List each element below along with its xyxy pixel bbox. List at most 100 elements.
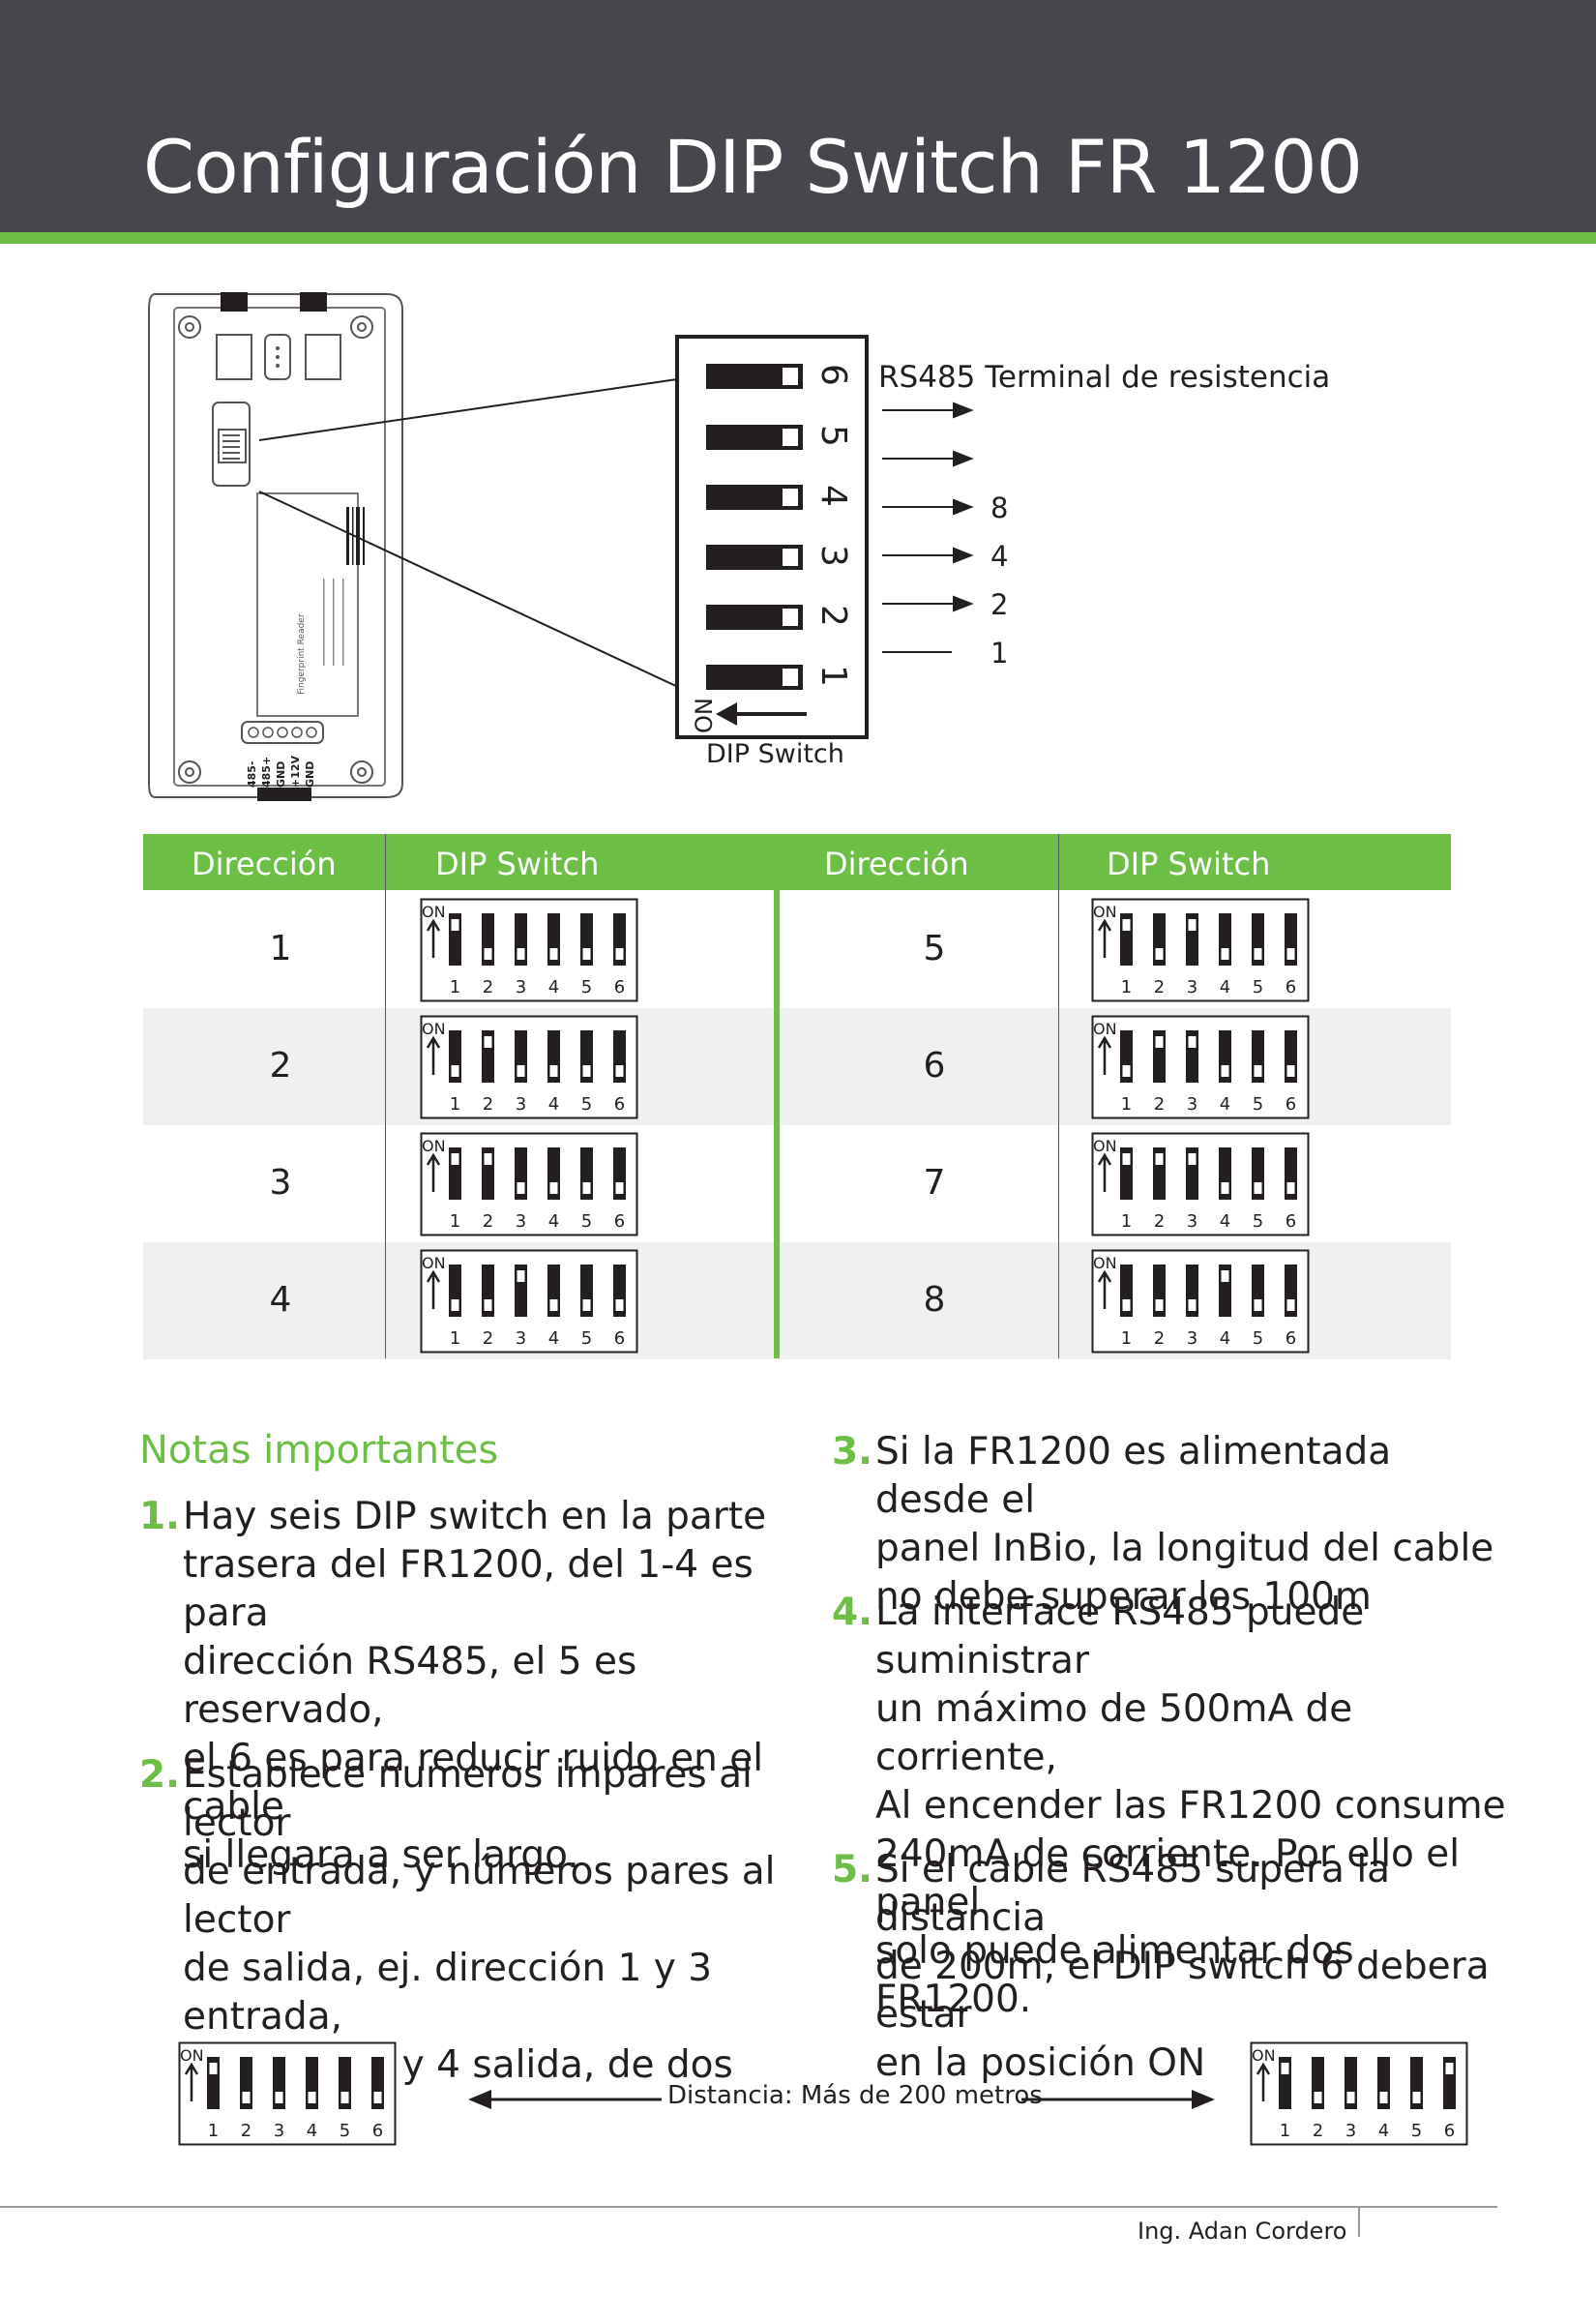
dip-knob [451, 1153, 459, 1165]
dip-on-label: ON [1093, 1254, 1117, 1272]
dip-knob [582, 948, 591, 960]
pin-label: 485+ [260, 757, 273, 788]
dip-knob [615, 1182, 624, 1194]
screw-icon [178, 315, 373, 784]
dip-knob [1221, 1065, 1229, 1077]
footer-divider [1358, 2208, 1360, 2237]
dip-number: 2 [483, 1328, 493, 1349]
arrow-up-icon [1097, 1152, 1112, 1192]
dip-on-label: ON [1252, 2046, 1276, 2065]
dip-number: 1 [450, 1211, 460, 1232]
dip-number: 2 [483, 1211, 493, 1232]
dip-knob [1221, 948, 1229, 960]
arrow-left-icon [468, 2090, 491, 2109]
dip-number: 2 [483, 1094, 493, 1115]
dip-knob [582, 1299, 591, 1311]
note-number: 3. [832, 1430, 872, 1474]
dip-knob [549, 1299, 558, 1311]
dip-number: 1 [1121, 1328, 1132, 1349]
dip-knob [1122, 1299, 1131, 1311]
dip-number: 6 [1286, 1328, 1296, 1349]
dip-number: 1 [1280, 2121, 1290, 2141]
dip-knob [1314, 2092, 1322, 2103]
note-number: 5. [832, 1848, 872, 1891]
arrow-up-icon [1097, 1035, 1112, 1075]
diagram-caption: DIP Switch [706, 739, 844, 769]
weight-label: 1 [990, 637, 1009, 670]
dip-number: 3 [274, 2121, 284, 2141]
switch-number: 4 [813, 485, 853, 507]
dip-knob [1221, 1270, 1229, 1282]
dip-number: 4 [307, 2121, 317, 2141]
switch-number: 3 [813, 545, 853, 567]
note-number: 1. [139, 1495, 180, 1538]
table-address: 8 [923, 1280, 946, 1320]
arrow-up-icon [426, 1269, 441, 1309]
dip-switch-diagram: 6 5 4 3 2 1 ON [675, 335, 869, 739]
dip-on-label: ON [1093, 1020, 1117, 1038]
dip-number: 3 [1187, 977, 1197, 997]
device-inner-frame [173, 307, 386, 787]
dip-knob [1155, 1299, 1164, 1311]
dip-knob [1221, 1182, 1229, 1194]
dip-knob [209, 2063, 218, 2074]
dip-knob [615, 948, 624, 960]
dip-number: 2 [483, 977, 493, 997]
arrow-up-icon [426, 1152, 441, 1192]
dip-knob [1188, 1036, 1197, 1048]
dip-knob [373, 2092, 382, 2103]
dip-number: 5 [581, 1094, 592, 1115]
dip-knob [517, 1270, 525, 1282]
dip-number: 1 [450, 1328, 460, 1349]
dip-number: 6 [614, 977, 625, 997]
dip-knob [484, 948, 492, 960]
dip-knob [1122, 919, 1131, 931]
dip-knob [1155, 948, 1164, 960]
dip-knob [1254, 1182, 1262, 1194]
dip-knob [340, 2092, 349, 2103]
header-band [0, 0, 1596, 232]
dip-knob [517, 1182, 525, 1194]
dip-knob [484, 1299, 492, 1311]
dip-number: 4 [1220, 977, 1230, 997]
table-header-address: Dirección [824, 846, 969, 882]
page-title: Configuración DIP Switch FR 1200 [143, 124, 1363, 210]
note-text: Si la FR1200 es alimentada desde el pane… [875, 1430, 1494, 1619]
dip-number: 5 [581, 1211, 592, 1232]
dip-knob [1155, 1036, 1164, 1048]
dip-knob [549, 1065, 558, 1077]
dip-knob [1281, 2063, 1289, 2074]
dip-number: 6 [614, 1211, 625, 1232]
dip-number: 4 [548, 1211, 559, 1232]
dip-number: 1 [1121, 1211, 1132, 1232]
dip-number: 1 [450, 977, 460, 997]
dip-number: 2 [1154, 977, 1165, 997]
dip-knob [582, 1065, 591, 1077]
dip-number: 3 [1187, 1211, 1197, 1232]
arrow-left-icon [716, 702, 807, 726]
dip-on-label: ON [1093, 1137, 1117, 1155]
distance-label: Distancia: Más de 200 metros [667, 2081, 1043, 2110]
dip-number: 4 [548, 1094, 559, 1115]
dip-number: 5 [581, 977, 592, 997]
note-number: 4. [832, 1591, 872, 1634]
table-address: 1 [269, 929, 292, 968]
dip-on-label: ON [422, 903, 446, 921]
arrow-up-icon [1256, 2062, 1271, 2101]
footer-author: Ing. Adan Cordero [1138, 2218, 1347, 2245]
arrow-up-icon [426, 1035, 441, 1075]
note-number: 2. [139, 1753, 180, 1797]
dip-knob [242, 2092, 251, 2103]
dip-knob [275, 2092, 283, 2103]
dip-knob [1412, 2092, 1421, 2103]
dip-number: 6 [614, 1094, 625, 1115]
dip-number: 6 [1444, 2121, 1455, 2141]
